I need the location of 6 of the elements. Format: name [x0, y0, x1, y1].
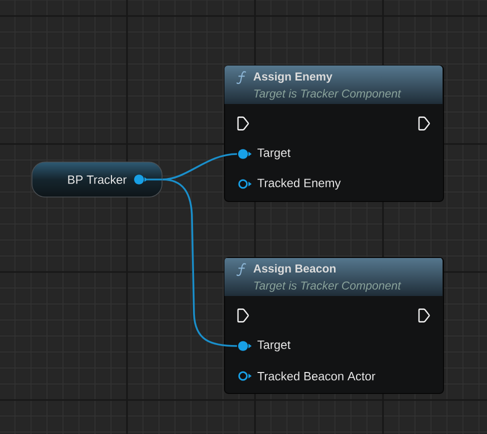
wire: [162, 178, 238, 347]
pin-label: Tracked Enemy: [257, 178, 341, 190]
pin-label: Target: [257, 148, 290, 160]
pill-node: BP Tracker: [32, 162, 162, 198]
pin-label: Tracked Beacon Actor: [257, 372, 376, 380]
pin-label: Target: [257, 340, 290, 352]
